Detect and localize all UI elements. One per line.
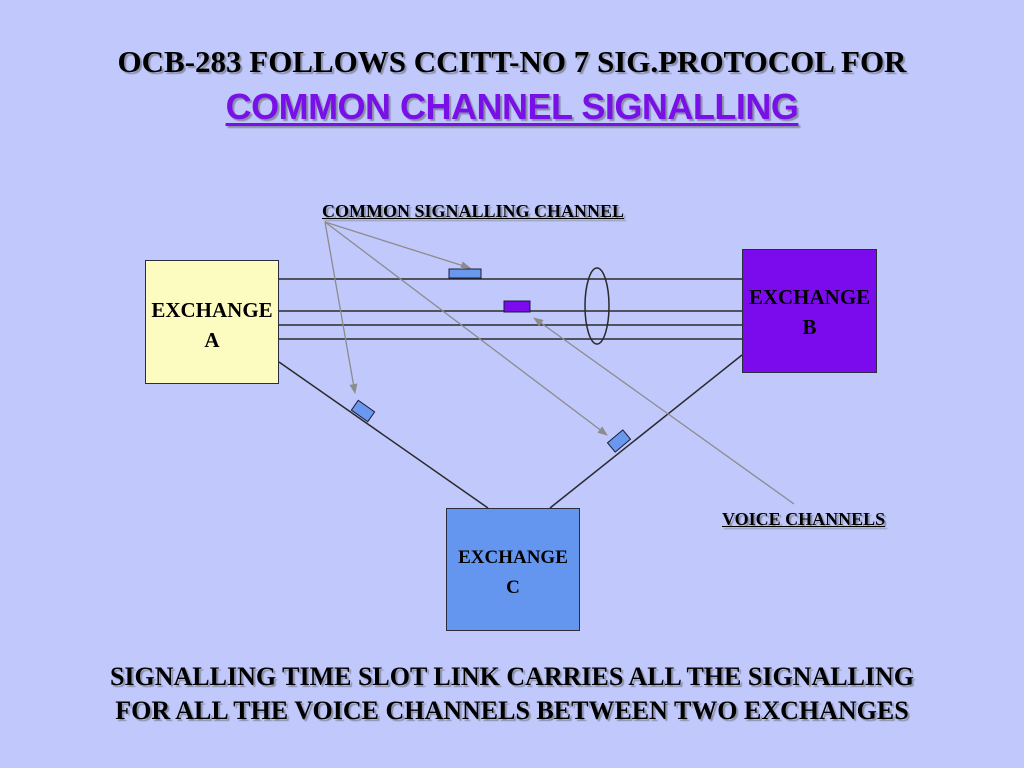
exchange-a-name: EXCHANGE: [151, 298, 273, 322]
time-slot-link-ac: [350, 399, 376, 423]
arrow-to-link-bc-slot: [324, 221, 608, 436]
exchange-a-box: EXCHANGE A: [145, 260, 279, 384]
voice-channels-label: VOICE CHANNELS: [722, 509, 886, 529]
arrow-to-top-slot: [324, 221, 471, 270]
exchange-c-box: EXCHANGE C: [446, 508, 580, 631]
title-line-2-text: COMMON CHANNEL SIGNALLING: [225, 86, 799, 127]
footer-caption: SIGNALLING TIME SLOT LINK CARRIES ALL TH…: [0, 660, 1024, 728]
exchange-b-letter: B: [802, 315, 817, 339]
title-line-2: COMMON CHANNEL SIGNALLING: [0, 86, 1024, 128]
footer-line-1: SIGNALLING TIME SLOT LINK CARRIES ALL TH…: [109, 662, 915, 691]
exchange-a-letter: A: [204, 328, 220, 352]
title-line-1: OCB-283 FOLLOWS CCITT-NO 7 SIG.PROTOCOL …: [117, 44, 907, 79]
exchange-c-letter: C: [506, 577, 520, 598]
time-slot-middle: [503, 300, 531, 313]
link-b-to-c: [549, 354, 743, 509]
common-signalling-channel-label: COMMON SIGNALLING CHANNEL: [322, 201, 625, 221]
exchange-b-box: EXCHANGE B: [742, 249, 877, 373]
time-slot-link-bc: [606, 429, 632, 453]
exchange-b-name: EXCHANGE: [748, 285, 871, 309]
link-a-to-c: [278, 361, 489, 509]
footer-line-2: FOR ALL THE VOICE CHANNELS BETWEEN TWO E…: [115, 696, 909, 725]
arrow-to-link-ac-slot: [324, 221, 358, 394]
channel-bundle-ellipse: [584, 267, 610, 345]
exchange-c-name: EXCHANGE: [458, 547, 568, 568]
time-slot-top: [448, 268, 482, 279]
arrow-voice-to-middle-slot: [533, 317, 795, 505]
